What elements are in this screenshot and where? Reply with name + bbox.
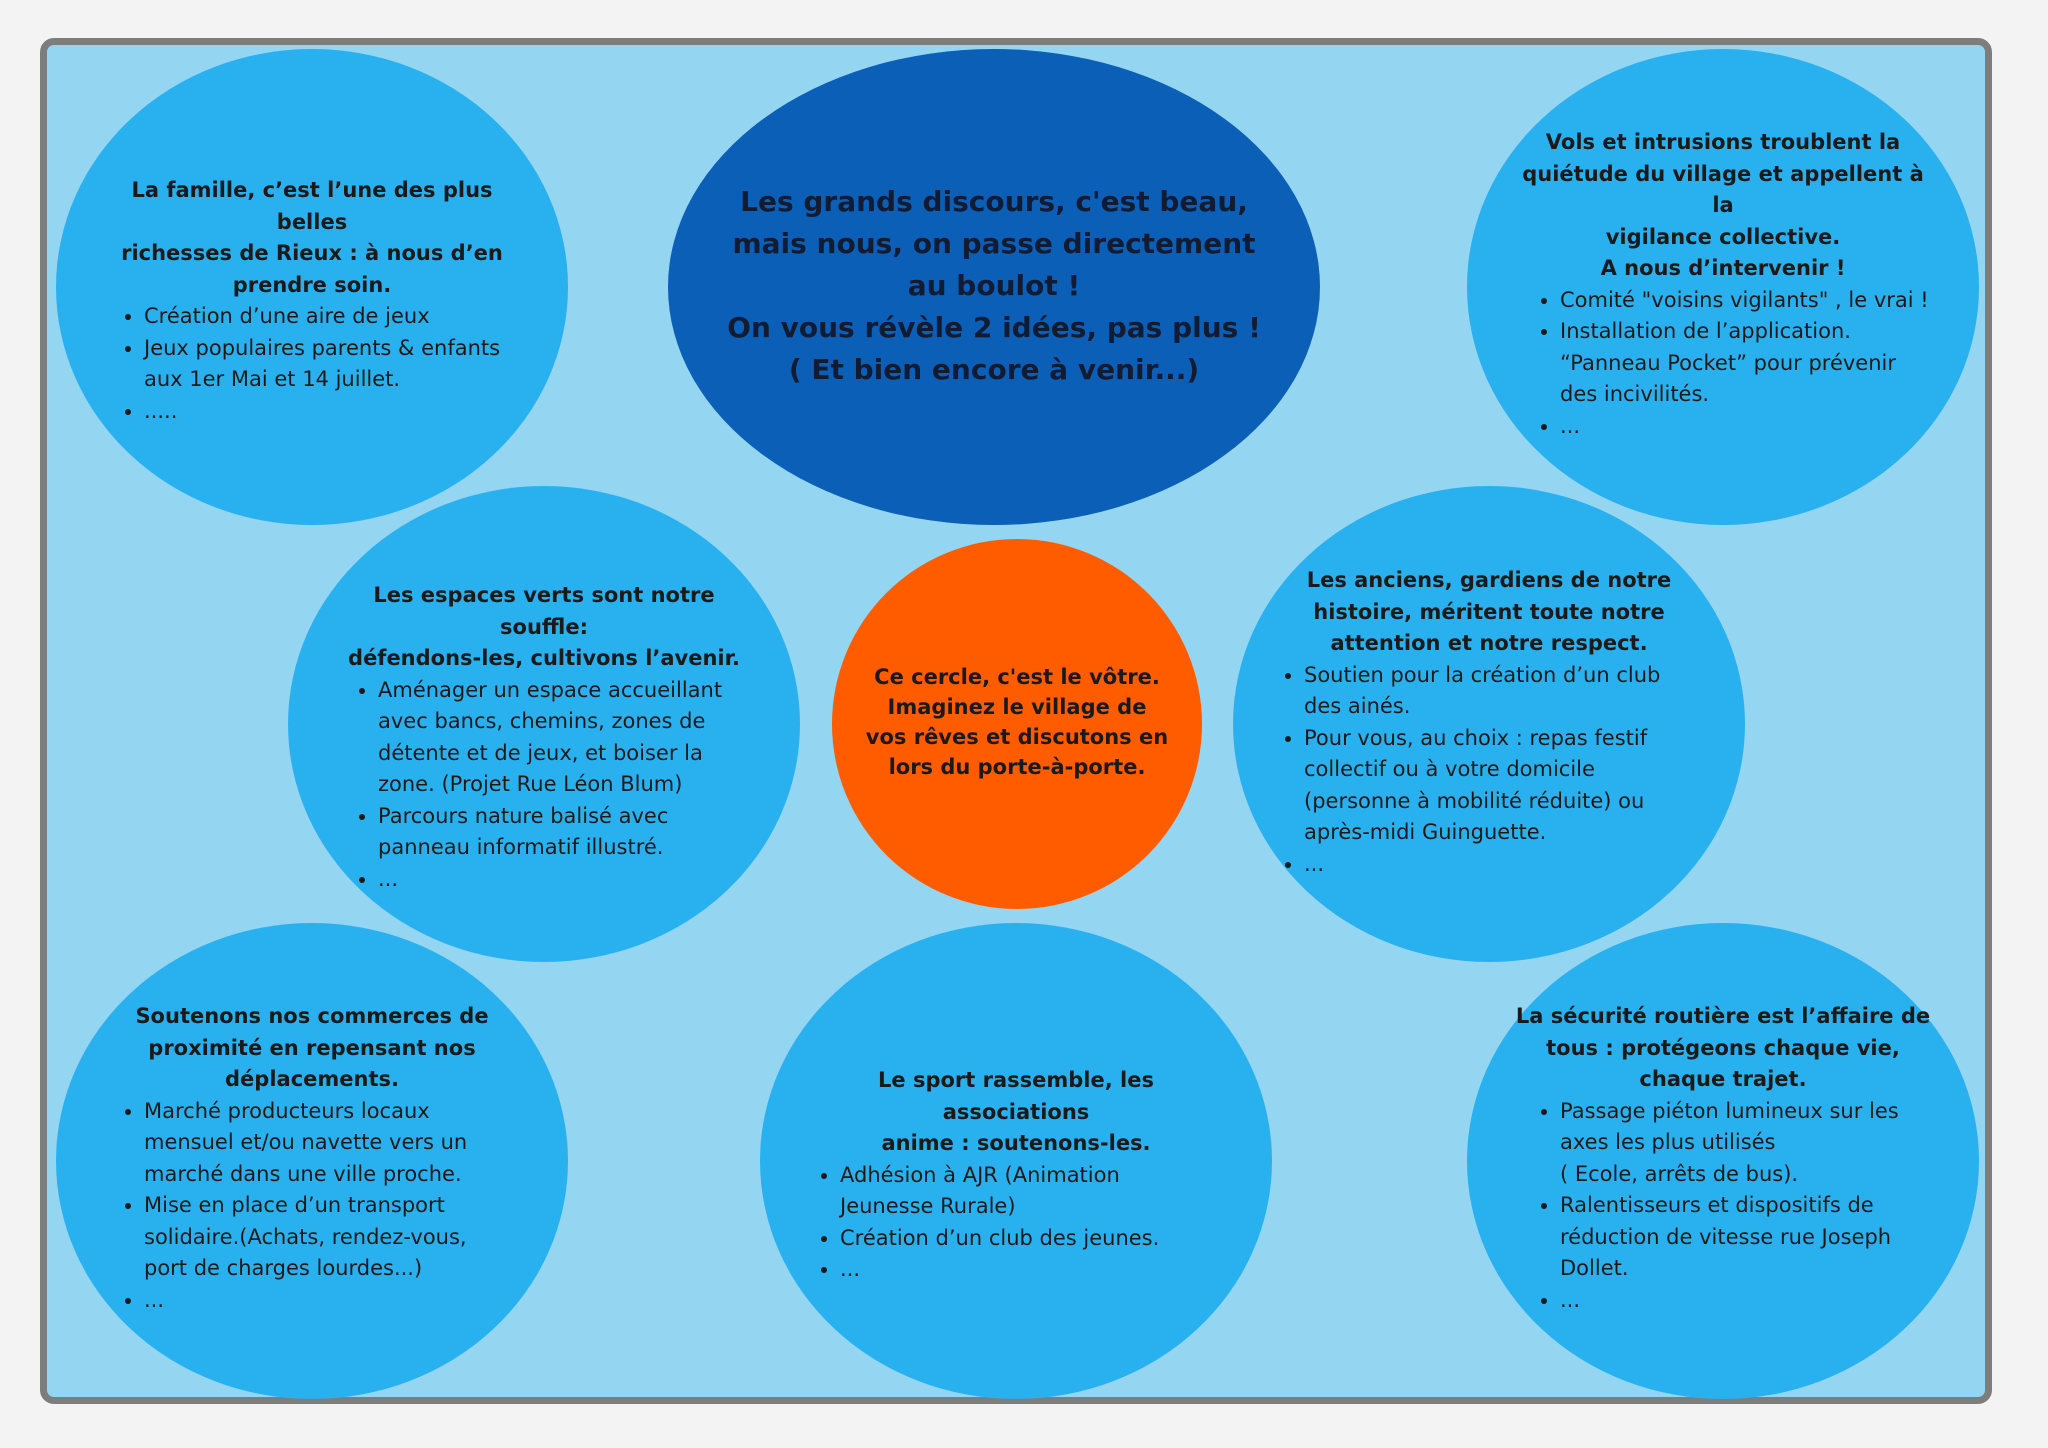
bubble-commerces-content: Soutenons nos commerces de proximité en … bbox=[108, 1001, 516, 1316]
list-item: ... bbox=[144, 1285, 516, 1317]
bubble-commerces-list: Marché producteurs locaux mensuel et/ou … bbox=[122, 1096, 516, 1317]
bubble-securite-heading: La sécurité routière est l’affaire de to… bbox=[1515, 1004, 1931, 1091]
bubble-sport-heading: Le sport rassemble, les associations ani… bbox=[878, 1068, 1154, 1155]
bubble-vols bbox=[1467, 49, 1979, 525]
main-bubble bbox=[668, 49, 1320, 525]
list-item: Parcours nature balisé avec panneau info… bbox=[378, 801, 754, 864]
bubble-anciens-heading: Les anciens, gardiens de notre histoire,… bbox=[1306, 568, 1672, 655]
bubble-anciens-list: Soutien pour la création d’un club des a… bbox=[1282, 660, 1700, 881]
bubble-vols-heading: Vols et intrusions troublent la quiétude… bbox=[1522, 130, 1924, 280]
bubble-commerces bbox=[56, 923, 568, 1399]
list-item: Mise en place d’un transport solidaire.(… bbox=[144, 1190, 516, 1285]
list-item: Soutien pour la création d’un club des a… bbox=[1304, 660, 1700, 723]
bubble-famille bbox=[56, 49, 568, 525]
bubble-anciens-content: Les anciens, gardiens de notre histoire,… bbox=[1278, 565, 1700, 880]
bubble-famille-list: Création d’une aire de jeux Jeux populai… bbox=[122, 301, 516, 427]
list-item: Jeux populaires parents & enfants aux 1e… bbox=[144, 333, 516, 396]
list-item: Création d’un club des jeunes. bbox=[840, 1223, 1226, 1255]
bubble-securite-list: Passage piéton lumineux sur les axes les… bbox=[1538, 1096, 1932, 1317]
bubble-sport bbox=[760, 923, 1272, 1399]
list-item: ... bbox=[1560, 1285, 1932, 1317]
list-item: Pour vous, au choix : repas festif colle… bbox=[1304, 723, 1700, 849]
list-item: Ralentisseurs et dispositifs de réductio… bbox=[1560, 1190, 1932, 1285]
list-item: Adhésion à AJR (Animation Jeunesse Rural… bbox=[840, 1160, 1226, 1223]
bubble-anciens bbox=[1233, 486, 1745, 962]
list-item: Aménager un espace accueillant avec banc… bbox=[378, 675, 754, 801]
bubble-commerces-heading: Soutenons nos commerces de proximité en … bbox=[135, 1004, 489, 1091]
bubble-sport-content: Le sport rassemble, les associations ani… bbox=[806, 1065, 1226, 1286]
bubble-vols-list: Comité "voisins vigilants" , le vrai ! I… bbox=[1538, 285, 1932, 443]
bubble-espaces-list: Aménager un espace accueillant avec banc… bbox=[356, 675, 754, 896]
bubble-securite bbox=[1467, 923, 1979, 1399]
list-item: ... bbox=[1560, 411, 1932, 443]
list-item: Installation de l’application. “Panneau … bbox=[1560, 316, 1932, 411]
bubble-sport-list: Adhésion à AJR (Animation Jeunesse Rural… bbox=[818, 1160, 1226, 1286]
main-bubble-text: Les grands discours, c'est beau, mais no… bbox=[727, 185, 1261, 386]
list-item: Comité "voisins vigilants" , le vrai ! bbox=[1560, 285, 1932, 317]
bubble-securite-content: La sécurité routière est l’affaire de to… bbox=[1514, 1001, 1932, 1316]
bubble-famille-content: La famille, c’est l’une des plus belles … bbox=[108, 175, 516, 427]
center-circle-text: Ce cercle, c'est le vôtre. Imaginez le v… bbox=[865, 665, 1169, 779]
bubble-espaces-heading: Les espaces verts sont notre souffle: dé… bbox=[348, 583, 740, 670]
list-item: ... bbox=[840, 1254, 1226, 1286]
bubble-famille-heading: La famille, c’est l’une des plus belles … bbox=[121, 178, 503, 297]
list-item: ..... bbox=[144, 396, 516, 428]
list-item: Marché producteurs locaux mensuel et/ou … bbox=[144, 1096, 516, 1191]
bubble-espaces-content: Les espaces verts sont notre souffle: dé… bbox=[334, 580, 754, 895]
list-item: ... bbox=[378, 864, 754, 896]
center-circle bbox=[832, 539, 1202, 909]
list-item: Passage piéton lumineux sur les axes les… bbox=[1560, 1096, 1932, 1191]
bubble-espaces bbox=[288, 486, 800, 962]
list-item: ... bbox=[1304, 849, 1700, 881]
list-item: Création d’une aire de jeux bbox=[144, 301, 516, 333]
bubble-vols-content: Vols et intrusions troublent la quiétude… bbox=[1514, 127, 1932, 442]
